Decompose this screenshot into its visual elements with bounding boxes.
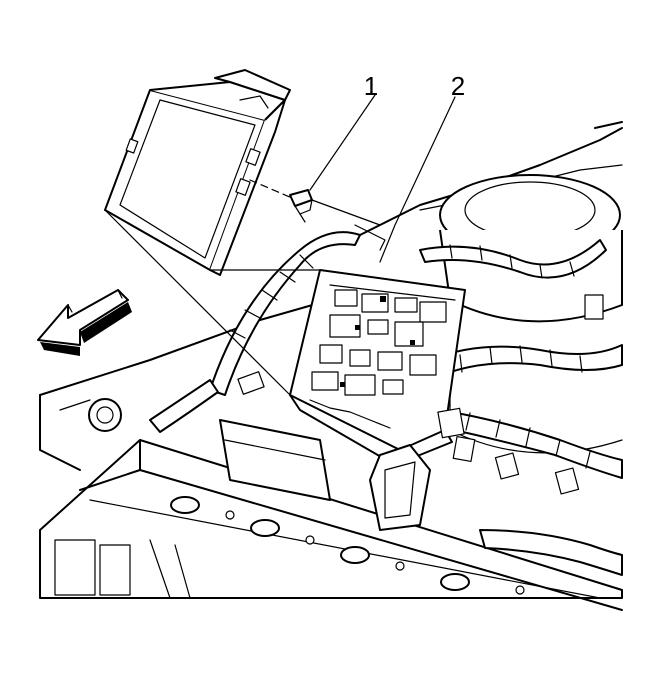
fuse-block [289, 269, 466, 466]
wiring-harness [149, 231, 623, 576]
callout-1-label: 1 [364, 71, 378, 101]
callout-2-label: 2 [451, 71, 465, 101]
fastener [289, 189, 313, 223]
front-direction-arrow-icon [37, 289, 132, 356]
battery-area [219, 419, 331, 501]
lower-bracket [369, 407, 465, 531]
fuse-block-cover [104, 69, 291, 276]
callout-leaders [309, 94, 456, 263]
frame-rail [39, 439, 623, 611]
installation-lines [104, 179, 386, 396]
vehicle-body [39, 121, 623, 471]
